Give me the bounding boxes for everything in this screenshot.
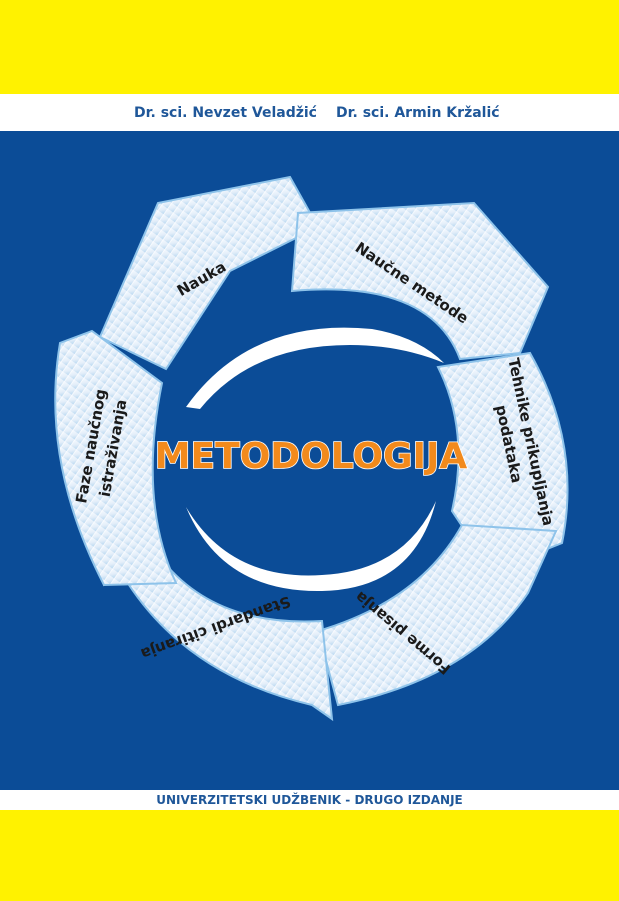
cycle-ring [54,175,569,722]
bottom-yellow-band [0,810,619,901]
book-title: METODOLOGIJA [155,436,468,477]
top-yellow-band [0,0,619,94]
arrow-segment [436,351,569,573]
arrow-segment [316,523,558,707]
author-strip: Dr. sci. Nevzet Veladžić Dr. sci. Armin … [0,94,619,131]
cover-illustration-panel: METODOLOGIJA Nauka Naučne metode Tehnike… [0,131,619,790]
author-name: Dr. sci. Armin Kržalić [336,105,500,121]
arrow-segment [290,201,550,361]
cycle-diagram: METODOLOGIJA Nauka Naučne metode Tehnike… [54,175,569,722]
arrow-segment [54,329,178,587]
author-name: Dr. sci. Nevzet Veladžić [134,105,317,121]
inner-swoosh-bottom [186,501,436,592]
edition-subtitle: UNIVERZITETSKI UDŽBENIK - DRUGO IZDANJE [0,790,619,810]
inner-swoosh-top [186,327,444,409]
